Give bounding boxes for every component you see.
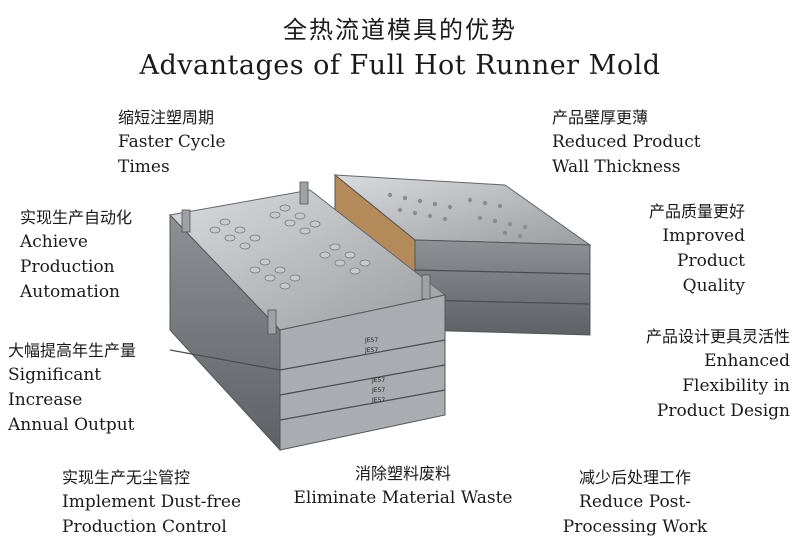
benefit-en: Product — [677, 251, 745, 271]
benefit-waste: 消除塑料废料 Eliminate Material Waste — [288, 462, 518, 511]
benefit-en: Eliminate Material Waste — [293, 488, 513, 508]
mold-stamp: JE57 — [371, 387, 385, 394]
benefit-en: Wall Thickness — [552, 157, 681, 177]
mold-stamp: JE57 — [371, 377, 385, 384]
benefit-en: Production — [20, 257, 115, 277]
benefit-faster-cycle: 缩短注塑周期 Faster Cycle Times — [118, 106, 226, 180]
hot-runner-mold-image: JE57 JE57 JE57 JE57 JE57 — [168, 173, 592, 452]
benefit-en: Increase — [8, 390, 83, 410]
benefit-cn: 产品设计更具灵活性 — [645, 327, 790, 346]
benefit-en: Significant — [8, 365, 102, 385]
benefit-quality: 产品质量更好 Improved Product Quality — [600, 200, 745, 299]
benefit-flexibility: 产品设计更具灵活性 Enhanced Flexibility in Produc… — [600, 325, 790, 424]
benefit-en: Implement Dust-free — [62, 492, 241, 512]
benefit-en: Quality — [682, 276, 745, 296]
benefit-cn: 产品壁厚更薄 — [552, 108, 649, 127]
front-mold-block: JE57 JE57 JE57 JE57 JE57 — [168, 181, 447, 452]
benefit-en: Enhanced — [704, 351, 790, 371]
benefit-en: Product Design — [656, 401, 790, 421]
benefit-cn: 实现生产无尘管控 — [62, 468, 191, 487]
title-chinese: 全热流道模具的优势 — [283, 16, 517, 44]
benefit-en: Processing Work — [562, 517, 708, 537]
benefit-cn: 消除塑料废料 — [354, 464, 451, 483]
benefit-cn: 产品质量更好 — [648, 202, 745, 221]
benefit-post-processing: 减少后处理工作 Reduce Post- Processing Work — [540, 466, 730, 540]
benefit-en: Times — [118, 157, 170, 177]
benefit-en: Reduced Product — [552, 132, 701, 152]
benefit-en: Production Control — [62, 517, 227, 537]
benefit-cn: 实现生产自动化 — [20, 208, 133, 227]
benefit-cn: 缩短注塑周期 — [118, 108, 215, 127]
mold-stamp: JE57 — [364, 337, 378, 344]
benefit-en: Reduce Post- — [579, 492, 691, 512]
benefit-en: Improved — [662, 226, 745, 246]
benefit-automation: 实现生产自动化 Achieve Production Automation — [20, 206, 132, 305]
benefit-cn: 大幅提高年生产量 — [8, 341, 137, 360]
benefit-reduced-thickness: 产品壁厚更薄 Reduced Product Wall Thickness — [552, 106, 701, 180]
title-english: Advantages of Full Hot Runner Mold — [139, 50, 661, 81]
benefit-en: Flexibility in — [682, 376, 790, 396]
mold-stamp: JE57 — [371, 397, 385, 404]
benefit-en: Faster Cycle — [118, 132, 226, 152]
benefit-annual-output: 大幅提高年生产量 Significant Increase Annual Out… — [8, 339, 136, 438]
benefit-en: Annual Output — [8, 415, 135, 435]
benefit-en: Achieve — [20, 232, 88, 252]
benefit-cn: 减少后处理工作 — [578, 468, 691, 487]
benefit-en: Automation — [20, 282, 120, 302]
benefit-dust-free: 实现生产无尘管控 Implement Dust-free Production … — [62, 466, 241, 540]
mold-stamp: JE57 — [364, 347, 378, 354]
